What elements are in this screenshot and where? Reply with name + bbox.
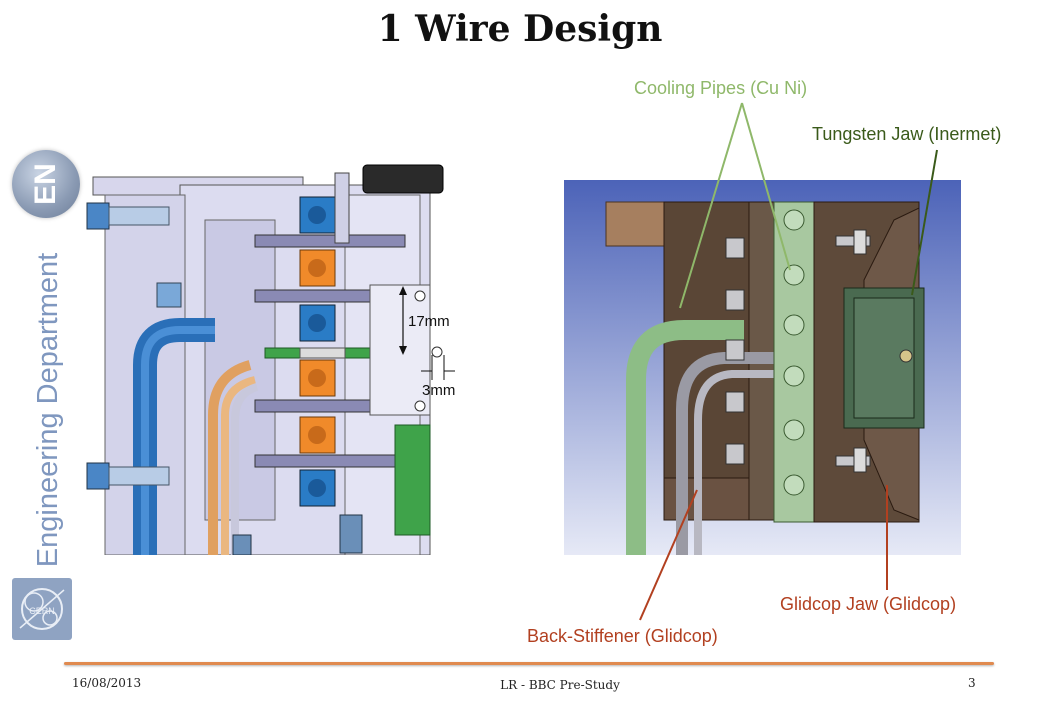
- dimension-3mm: 3mm: [422, 382, 456, 399]
- callout-cooling-pipes: Cooling Pipes (Cu Ni): [634, 78, 808, 98]
- assembly-render: [564, 180, 961, 555]
- footer-divider: [64, 662, 994, 665]
- cern-logo-icon: CERN: [12, 578, 72, 640]
- en-badge-icon: [12, 150, 80, 218]
- callout-back-stiffener: Back-Stiffener (Glidcop): [527, 626, 718, 646]
- footer-center-text: LR - BBC Pre-Study: [500, 678, 620, 692]
- footer-date: 16/08/2013: [72, 676, 142, 690]
- footer-page-number: 3: [968, 676, 976, 690]
- callout-glidcop-jaw: Glidcop Jaw (Glidcop): [780, 594, 957, 614]
- slide-title: 1 Wire Design: [377, 8, 663, 50]
- cross-section-drawing: [85, 155, 470, 555]
- svg-text:CERN: CERN: [29, 606, 55, 616]
- dimension-17mm: 17mm: [408, 313, 450, 330]
- callout-tungsten-jaw: Tungsten Jaw (Inermet): [812, 124, 1002, 144]
